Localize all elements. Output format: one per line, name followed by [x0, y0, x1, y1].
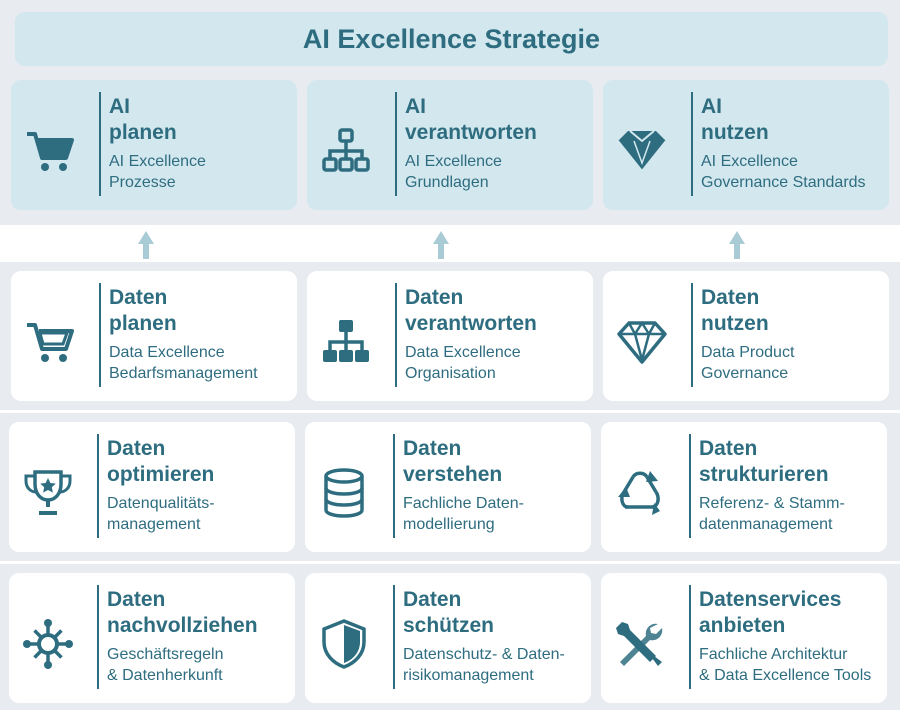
- card-subtitle-line2: Organisation: [405, 365, 496, 382]
- card-title-line1: Daten: [403, 588, 462, 611]
- card-title-line2: anbieten: [699, 614, 786, 637]
- divider: [691, 92, 693, 196]
- card-subtitle-line2: datenmanagement: [699, 516, 833, 533]
- card-title-line1: AI: [405, 95, 426, 118]
- card-subtitle-line1: Referenz- & Stamm-: [699, 495, 845, 512]
- divider: [691, 283, 693, 387]
- cart-icon: [21, 313, 79, 371]
- card-title-line1: AI: [109, 95, 130, 118]
- card-subtitle-line2: Bedarfsmanagement: [109, 365, 258, 382]
- divider: [99, 283, 101, 387]
- card-title-line1: Daten: [109, 286, 168, 309]
- tools-icon: [611, 615, 669, 673]
- card-title-line1: Daten: [403, 437, 462, 460]
- card-subtitle-line2: risikomanagement: [403, 667, 534, 684]
- card-subtitle-line2: & Data Excellence Tools: [699, 667, 872, 684]
- card-title-line1: Daten: [699, 437, 758, 460]
- card-title-line1: Daten: [701, 286, 760, 309]
- database-icon: [315, 464, 373, 522]
- card-title-line2: verantworten: [405, 121, 537, 144]
- card-title-line2: verantworten: [405, 312, 537, 335]
- card-subtitle-line1: Data Excellence: [405, 344, 521, 361]
- up-arrow-icon: [729, 231, 745, 259]
- card-subtitle-line2: Prozesse: [109, 174, 176, 191]
- card-subtitle-line1: Datenqualitäts-: [107, 495, 215, 512]
- divider: [97, 585, 99, 689]
- org-chart-icon: [317, 122, 375, 180]
- divider: [97, 434, 99, 538]
- divider: [99, 92, 101, 196]
- card-title-line2: planen: [109, 312, 177, 335]
- cart-icon: [21, 122, 79, 180]
- card-title-line2: strukturieren: [699, 463, 829, 486]
- divider: [393, 434, 395, 538]
- card-subtitle-line2: modellierung: [403, 516, 495, 533]
- up-arrow-icon: [433, 231, 449, 259]
- strategy-title-bar: AI Excellence Strategie: [15, 12, 888, 66]
- card-title-line2: nutzen: [701, 121, 769, 144]
- card-subtitle-line2: Governance: [701, 365, 789, 382]
- divider: [395, 92, 397, 196]
- divider: [395, 283, 397, 387]
- page-title: AI Excellence Strategie: [302, 23, 601, 54]
- org-chart-icon: [317, 313, 375, 371]
- card-subtitle-line1: AI Excellence: [701, 153, 798, 170]
- card-title-line2: optimieren: [107, 463, 215, 486]
- card-subtitle-line2: Governance Standards: [701, 174, 866, 191]
- card-title-line2: nachvollziehen: [107, 614, 258, 637]
- card-title-line2: planen: [109, 121, 177, 144]
- card-subtitle-line1: Fachliche Daten-: [403, 495, 524, 512]
- card-subtitle-line2: & Datenherkunft: [107, 667, 223, 684]
- divider: [689, 434, 691, 538]
- card-title-line2: nutzen: [701, 312, 769, 335]
- card-subtitle-line1: Datenschutz- & Daten-: [403, 646, 565, 663]
- card-subtitle-line1: Data Excellence: [109, 344, 225, 361]
- network-hub-icon: [19, 615, 77, 673]
- card-title-line1: Datenservices: [699, 588, 842, 611]
- card-subtitle-line2: Grundlagen: [405, 174, 489, 191]
- card-subtitle-line2: management: [107, 516, 201, 533]
- diamond-icon: [613, 122, 671, 180]
- card-title-line1: AI: [701, 95, 722, 118]
- card-subtitle-line1: AI Excellence: [405, 153, 502, 170]
- up-arrow-icon: [138, 231, 154, 259]
- card-title-line1: Daten: [405, 286, 464, 309]
- card-title-line1: Daten: [107, 437, 166, 460]
- divider: [393, 585, 395, 689]
- recycle-icon: [611, 464, 669, 522]
- card-subtitle-line1: Geschäftsregeln: [107, 646, 224, 663]
- card-subtitle-line1: AI Excellence: [109, 153, 206, 170]
- divider: [689, 585, 691, 689]
- diamond-icon: [613, 313, 671, 371]
- card-title-line2: schützen: [403, 614, 495, 637]
- shield-icon: [315, 615, 373, 673]
- card-title-line2: verstehen: [403, 463, 503, 486]
- card-subtitle-line1: Fachliche Architektur: [699, 646, 848, 663]
- card-title-line1: Daten: [107, 588, 166, 611]
- trophy-icon: [19, 464, 77, 522]
- card-subtitle-line1: Data Product: [701, 344, 795, 361]
